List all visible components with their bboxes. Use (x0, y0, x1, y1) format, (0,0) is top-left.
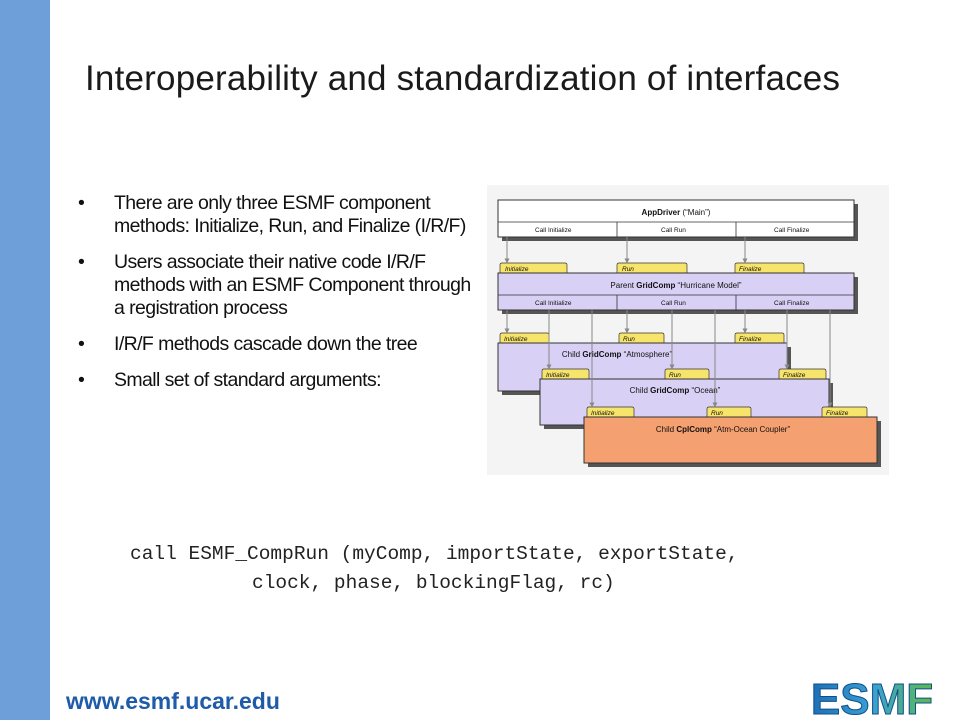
method-run-tab: Run (669, 372, 681, 379)
bullet-text: I/R/F methods cascade down the tree (114, 333, 418, 355)
child-atmosphere-label: Child GridComp “Atmosphere” (562, 350, 673, 359)
child-coupler-label: Child CplComp “Atm-Ocean Coupler” (656, 425, 791, 434)
method-run-tab: Run (711, 410, 723, 417)
parent-gridcomp-box: Initialize Run Finalize Parent GridComp … (497, 262, 858, 314)
bullet-item: Users associate their native code I/R/F … (78, 251, 478, 320)
code-line-1: call ESMF_CompRun (myComp, importState, … (130, 543, 739, 565)
appdriver-label: AppDriver (“Main”) (642, 208, 711, 217)
method-initialize-tab: Initialize (505, 266, 529, 273)
appdriver-box: AppDriver (“Main”) Call Initialize Call … (497, 199, 858, 241)
method-finalize-tab: Finalize (826, 410, 849, 417)
bullet-item: I/R/F methods cascade down the tree (78, 333, 478, 356)
bullet-text: Small set of standard arguments: (114, 369, 382, 391)
bullet-text: Users associate their native code I/R/F … (114, 251, 471, 319)
method-initialize-tab: Initialize (591, 410, 615, 417)
footer-url-link[interactable]: www.esmf.ucar.edu (66, 688, 280, 714)
method-initialize-tab: Initialize (504, 336, 528, 343)
call-initialize-label: Call Initialize (535, 300, 572, 307)
left-accent-bar (0, 0, 50, 720)
slide-title: Interoperability and standardization of … (85, 59, 841, 98)
method-initialize-tab: Initialize (546, 372, 570, 379)
bullet-item: There are only three ESMF component meth… (78, 192, 478, 238)
method-finalize-tab: Finalize (739, 266, 762, 273)
call-run-label: Call Run (661, 227, 686, 234)
method-run-tab: Run (623, 336, 635, 343)
esmf-logo-text: ESMF (811, 678, 933, 718)
method-finalize-tab: Finalize (783, 372, 806, 379)
call-finalize-label: Call Finalize (774, 227, 810, 234)
component-hierarchy-diagram: AppDriver (“Main”) Call Initialize Call … (487, 185, 889, 475)
esmf-logo: ESMF (810, 678, 933, 718)
code-snippet: call ESMF_CompRun (myComp, importState, … (130, 540, 739, 598)
child-coupler-box: Initialize Run Finalize Child CplComp “A… (583, 406, 881, 467)
call-initialize-label: Call Initialize (535, 227, 572, 234)
parent-gridcomp-label: Parent GridComp “Hurricane Model” (610, 281, 741, 290)
child-ocean-label: Child GridComp “Ocean” (630, 386, 721, 395)
code-line-2: clock, phase, blockingFlag, rc) (252, 572, 615, 594)
method-finalize-tab: Finalize (739, 336, 762, 343)
bullet-list: There are only three ESMF component meth… (78, 192, 478, 405)
bullet-text: There are only three ESMF component meth… (114, 192, 466, 237)
bullet-item: Small set of standard arguments: (78, 369, 478, 392)
call-arrows (504, 237, 833, 408)
method-run-tab: Run (622, 266, 634, 273)
call-finalize-label: Call Finalize (774, 300, 810, 307)
call-run-label: Call Run (661, 300, 686, 307)
